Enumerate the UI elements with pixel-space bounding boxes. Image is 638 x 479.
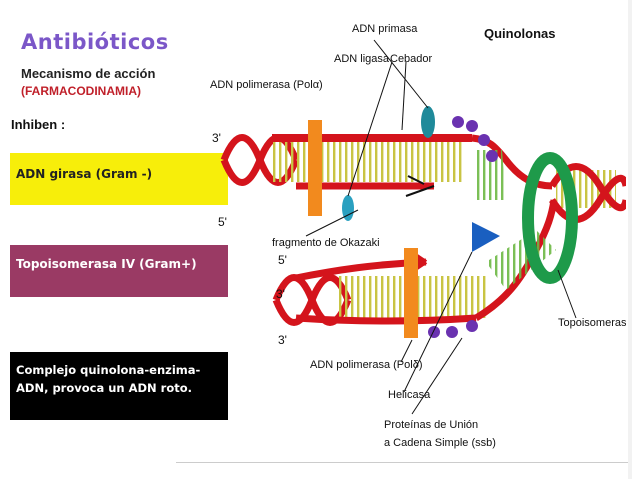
- inhiben-label: Inhiben :: [11, 117, 66, 132]
- helicase-triangle: [472, 222, 500, 252]
- subtitle-pharmacodynamics: (FARMACODINAMIA): [21, 84, 141, 98]
- primase: [421, 106, 435, 138]
- label-fragmento-okazaki: fragmento de Okazaki: [272, 237, 380, 249]
- top-right-label: Quinolonas: [484, 26, 556, 41]
- box-adn-girasa-text: ADN girasa (Gram -): [16, 167, 153, 181]
- box-adn-girasa: ADN girasa (Gram -): [10, 153, 228, 205]
- right-edge-bar: [628, 0, 632, 479]
- subtitle: Mecanismo de acción: [21, 66, 156, 81]
- box-topoisomerasa: Topoisomerasa IV (Gram+): [10, 245, 228, 297]
- label-proteinas-2: a Cadena Simple (ssb): [384, 437, 496, 449]
- footer-divider: [176, 462, 628, 463]
- box-complejo-text: Complejo quinolona-enzima-ADN, provoca u…: [16, 363, 201, 395]
- ligase: [342, 195, 354, 221]
- label-adn-ligasa: ADN ligasa: [334, 53, 390, 65]
- ssb-proteins: [428, 116, 498, 338]
- label-end-3-mid: 3': [276, 287, 285, 301]
- label-cebador: Cebador: [390, 53, 433, 65]
- label-adn-polimerasa-bottom: ADN polimerasa (Polδ): [310, 359, 423, 371]
- leader-lines: [305, 39, 577, 415]
- label-end-5-top: 5': [218, 215, 227, 229]
- label-end-5-mid: 5': [278, 253, 287, 267]
- page-title: Antibióticos: [21, 30, 169, 54]
- box-topoisomerasa-text: Topoisomerasa IV (Gram+): [16, 257, 197, 271]
- bottom-arm: [295, 199, 558, 325]
- label-end-3-bottom: 3': [278, 333, 287, 347]
- polymerase-top: [308, 120, 322, 216]
- label-topoisomerasa: Topoisomerasa: [558, 317, 626, 329]
- label-adn-primasa: ADN primasa: [352, 23, 418, 35]
- dna-replication-diagram: ADN primasa ADN ligasa Cebador ADN polim…: [210, 23, 626, 449]
- label-proteinas-1: Proteínas de Unión: [384, 419, 478, 431]
- topoisomerase-ring: [522, 152, 578, 284]
- label-helicasa: Helicasa: [388, 389, 431, 401]
- label-end-3-top: 3': [212, 131, 221, 145]
- label-adn-polimerasa-top: ADN polimerasa (Polα): [210, 79, 323, 91]
- top-arm: [272, 134, 553, 200]
- box-complejo: Complejo quinolona-enzima-ADN, provoca u…: [10, 352, 228, 420]
- polymerase-bottom: [404, 248, 418, 338]
